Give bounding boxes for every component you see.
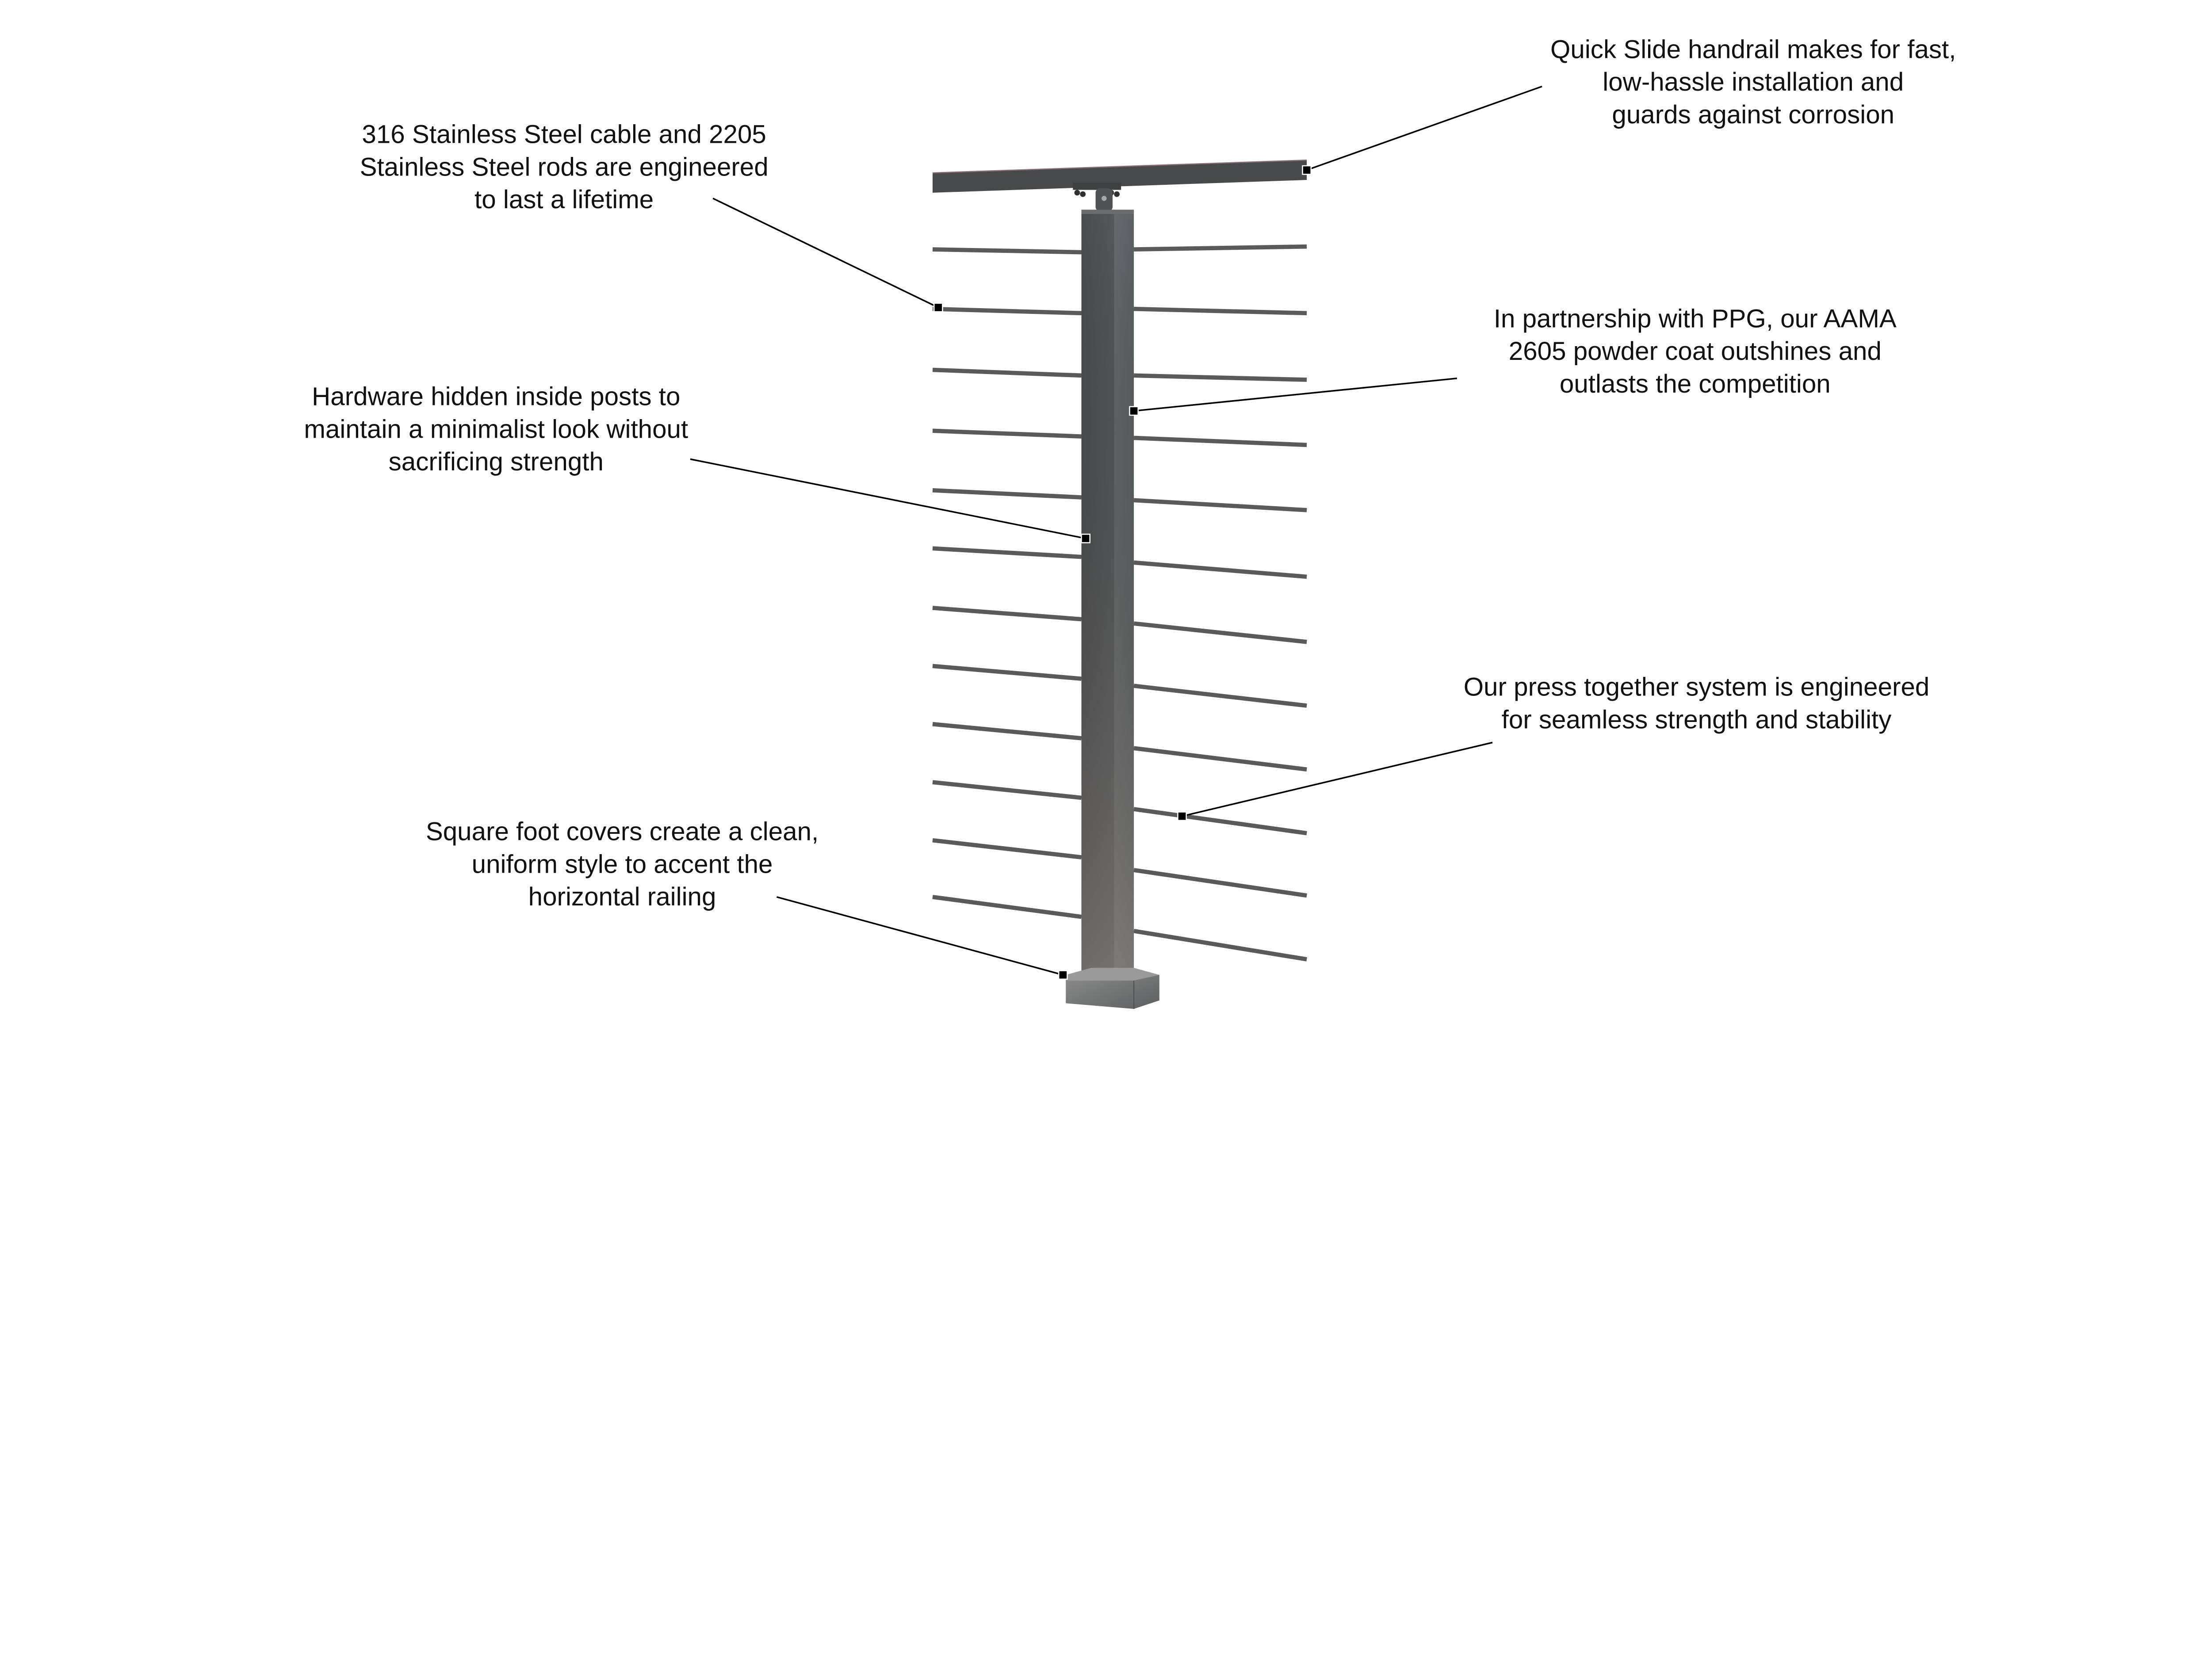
callout-line: maintain a minimalist look without [304, 415, 688, 443]
callout-line: sacrificing strength [389, 447, 604, 476]
rod-left [932, 546, 1082, 559]
callout-line: Square foot covers create a clean, [426, 817, 819, 846]
callout-line: Hardware hidden inside posts to [312, 382, 680, 411]
rod-left [932, 895, 1082, 919]
callout-marker [933, 302, 943, 313]
callout-marker [1081, 534, 1091, 543]
leader-line [1182, 741, 1493, 817]
horizontal-rods [932, 244, 1307, 962]
rod-right [1133, 807, 1307, 836]
rod-right [1133, 373, 1307, 382]
callout-line: Our press together system is engineered [1464, 673, 1930, 702]
rod-left [932, 306, 1082, 316]
callout-line: Quick Slide handrail makes for fast, [1550, 35, 1956, 64]
rod-left [932, 606, 1082, 622]
post-cap [1081, 210, 1134, 214]
rod-left [932, 664, 1082, 681]
rod-left [932, 838, 1082, 859]
leader-line [1306, 85, 1542, 171]
leader-line [690, 458, 1086, 539]
rod-right [1134, 244, 1307, 252]
callout-line: horizontal railing [528, 882, 716, 911]
callout-marker [1302, 165, 1312, 175]
rod-right [1133, 498, 1307, 512]
rod-right [1133, 683, 1307, 708]
callout-text: Our press together system is engineered f… [1464, 673, 1930, 734]
callouts: Quick Slide handrail makes for fast, low-… [304, 35, 1956, 980]
callout-line: outlasts the competition [1560, 370, 1831, 398]
rod-left [932, 428, 1082, 439]
callout-foot-covers: Square foot covers create a clean, unifor… [426, 817, 1068, 980]
callout-line: low-hassle installation and [1603, 68, 1904, 96]
rod-right [1133, 621, 1307, 644]
handrail-connector [1073, 183, 1121, 211]
handrail-highlight [932, 159, 1307, 174]
callout-line: guards against corrosion [1612, 100, 1894, 129]
callout-handrail: Quick Slide handrail makes for fast, low-… [1302, 35, 1956, 175]
rod-left [932, 488, 1082, 500]
callout-text: Square foot covers create a clean, unifor… [426, 817, 819, 911]
callout-hardware: Hardware hidden inside posts to maintain … [304, 382, 1091, 543]
callout-line: 316 Stainless Steel cable and 2205 [362, 120, 766, 149]
callout-press-together: Our press together system is engineered f… [1177, 673, 1930, 821]
handrail [932, 160, 1307, 193]
callout-text: In partnership with PPG, our AAMA 2605 po… [1494, 304, 1897, 398]
rod-left [932, 247, 1082, 255]
callout-line: for seamless strength and stability [1502, 705, 1892, 734]
callout-line: In partnership with PPG, our AAMA [1494, 304, 1897, 333]
callout-line: uniform style to accent the [472, 850, 773, 878]
rod-right [1133, 746, 1307, 772]
callout-text: Quick Slide handrail makes for fast, low-… [1550, 35, 1956, 129]
rod-right [1133, 929, 1307, 962]
leader-line [776, 896, 1063, 976]
rod-left [932, 367, 1082, 378]
callout-marker [1177, 811, 1187, 821]
callout-text: Hardware hidden inside posts to maintain … [304, 382, 688, 476]
callout-marker [1058, 970, 1068, 980]
rod-right [1133, 435, 1307, 447]
leader-line [1133, 378, 1457, 412]
callout-line: Stainless Steel rods are engineered [360, 153, 769, 181]
rod-left [932, 722, 1082, 741]
rod-right [1133, 306, 1307, 316]
rod-right [1133, 868, 1307, 898]
post-lower-tint [1081, 210, 1134, 972]
leader-line [712, 198, 939, 309]
rod-right [1133, 560, 1307, 579]
callout-marker [1129, 406, 1139, 416]
railing-diagram: Quick Slide handrail makes for fast, low-… [304, 35, 1956, 1009]
rod-left [932, 780, 1082, 800]
callout-powder-coat: In partnership with PPG, our AAMA 2605 po… [1129, 304, 1897, 416]
foot-cover [1066, 968, 1159, 1009]
callout-line: to last a lifetime [474, 185, 654, 214]
callout-line: 2605 powder coat outshines and [1509, 337, 1882, 366]
